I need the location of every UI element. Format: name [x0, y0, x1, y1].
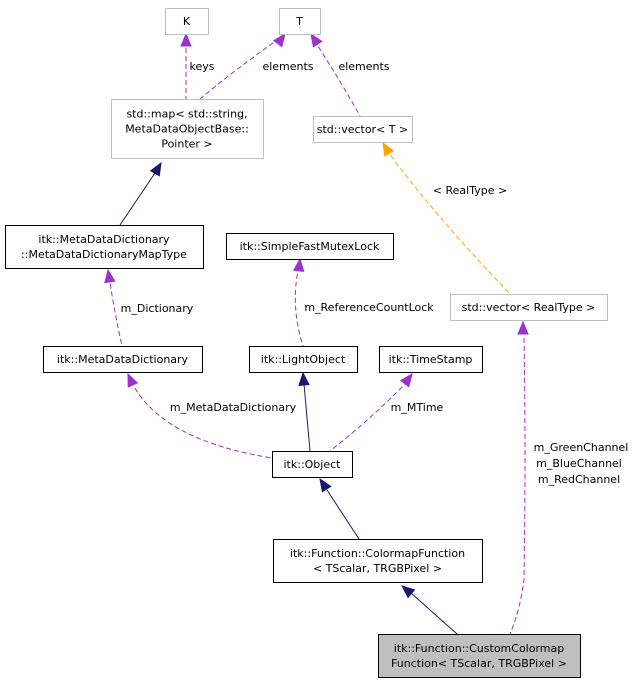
edge-vecT-vecReal: < RealType >	[382, 141, 511, 295]
node-box	[279, 8, 321, 35]
node-box	[226, 233, 394, 260]
node-light[interactable]: itk::LightObject	[249, 346, 358, 373]
node-label: Pointer >	[161, 138, 212, 151]
edge-label: m_MetaDataDictionary	[170, 401, 297, 414]
node-vecT[interactable]: std::vector< T >	[313, 116, 413, 143]
node-label: itk::Function::CustomColormap	[394, 642, 564, 655]
node-box	[272, 451, 353, 478]
edge-line	[119, 169, 158, 226]
edge-label: m_Dictionary	[121, 302, 194, 315]
edge-line	[199, 37, 281, 100]
edge-line	[108, 275, 123, 347]
node-label: < TScalar, TRGBPixel >	[313, 562, 442, 575]
edge-light-object	[298, 371, 311, 452]
edge-label: elements	[262, 60, 313, 73]
node-label: K	[183, 15, 191, 28]
edge-mapType-dict: m_Dictionary	[104, 268, 194, 347]
edge-line	[303, 383, 311, 452]
edge-label: m_ReferenceCountLock	[304, 301, 434, 314]
edge-map-mapType	[119, 161, 162, 226]
arrow-head-icon	[127, 372, 139, 388]
edge-label: elements	[338, 60, 389, 73]
node-object[interactable]: itk::Object	[272, 451, 353, 478]
node-box	[249, 346, 358, 373]
arrow-head-icon	[401, 585, 416, 599]
edge-mutex-light: m_ReferenceCountLock	[293, 257, 434, 347]
edge-label: < RealType >	[433, 184, 507, 197]
edge-label: m_GreenChannel	[534, 441, 629, 454]
edge-label: m_MTime	[391, 401, 444, 414]
arrow-head-icon	[298, 371, 310, 386]
edges-layer: keys elements elements < RealType > m_Dictio…	[104, 32, 629, 635]
edge-label: m_RedChannel	[538, 473, 620, 486]
node-box	[165, 8, 209, 35]
arrow-head-icon	[293, 257, 305, 272]
node-label: std::vector< RealType >	[462, 301, 596, 314]
arrow-head-icon	[319, 477, 332, 493]
node-mutex[interactable]: itk::SimpleFastMutexLock	[226, 233, 394, 260]
edge-line	[313, 39, 361, 117]
node-stamp[interactable]: itk::TimeStamp	[379, 346, 483, 373]
node-colormap[interactable]: itk::Function::ColormapFunction< TScalar…	[273, 539, 483, 583]
node-label: Function< TScalar, TRGBPixel >	[391, 657, 567, 670]
node-label: itk::MetaDataDictionary	[38, 233, 170, 246]
edge-line	[294, 265, 304, 347]
edge-line	[509, 337, 526, 635]
node-box	[378, 634, 581, 678]
node-label: std::map< std::string,	[126, 108, 247, 121]
edge-stamp-object: m_MTime	[329, 372, 444, 452]
edge-dict-object: m_MetaDataDictionary	[127, 372, 297, 459]
edge-object-colormap	[319, 477, 360, 540]
arrow-head-icon	[517, 320, 529, 335]
node-dict[interactable]: itk::MetaDataDictionary	[43, 346, 203, 373]
edge-line	[410, 592, 458, 635]
edge-T-map: elements	[199, 32, 314, 100]
node-box	[450, 294, 608, 321]
node-label: itk::LightObject	[261, 353, 346, 366]
node-box	[273, 539, 483, 583]
node-label: MetaDataObjectBase::	[125, 123, 249, 136]
node-box	[5, 225, 204, 269]
node-box	[313, 116, 413, 143]
arrow-head-icon	[310, 32, 323, 48]
node-label: ::MetaDataDictionaryMapType	[21, 248, 187, 261]
edge-line	[130, 380, 273, 459]
arrow-head-icon	[149, 161, 162, 177]
edge-colormap-custom	[401, 585, 458, 635]
node-label: std::vector< T >	[317, 123, 408, 136]
edge-line	[385, 148, 511, 295]
node-box	[43, 346, 203, 373]
node-label: itk::MetaDataDictionary	[57, 353, 189, 366]
node-box	[111, 99, 264, 159]
node-K[interactable]: K	[165, 8, 209, 35]
edge-vecReal-custom: m_GreenChannel m_BlueChannel m_RedChannel	[509, 320, 629, 635]
edge-K-map: keys	[180, 32, 215, 99]
arrow-head-icon	[104, 268, 116, 284]
node-label: itk::SimpleFastMutexLock	[240, 240, 380, 253]
edge-label: m_BlueChannel	[536, 457, 622, 470]
node-label: itk::Function::ColormapFunction	[290, 547, 465, 560]
arrow-head-icon	[272, 32, 286, 48]
node-mapType[interactable]: itk::MetaDataDictionary::MetaDataDiction…	[5, 225, 204, 269]
arrow-head-icon	[180, 32, 192, 47]
node-map[interactable]: std::map< std::string,MetaDataObjectBase…	[111, 99, 264, 159]
node-box	[379, 346, 483, 373]
edge-line	[326, 489, 360, 540]
node-vecReal[interactable]: std::vector< RealType >	[450, 294, 608, 321]
edge-T-vecT: elements	[310, 32, 390, 117]
edge-line	[329, 380, 409, 452]
node-label: itk::Object	[284, 458, 342, 471]
node-label: itk::TimeStamp	[389, 353, 473, 366]
edge-label: keys	[190, 60, 215, 73]
arrow-head-icon	[382, 141, 395, 157]
node-label: T	[295, 15, 303, 28]
arrow-head-icon	[399, 372, 413, 388]
node-T[interactable]: T	[279, 8, 321, 35]
